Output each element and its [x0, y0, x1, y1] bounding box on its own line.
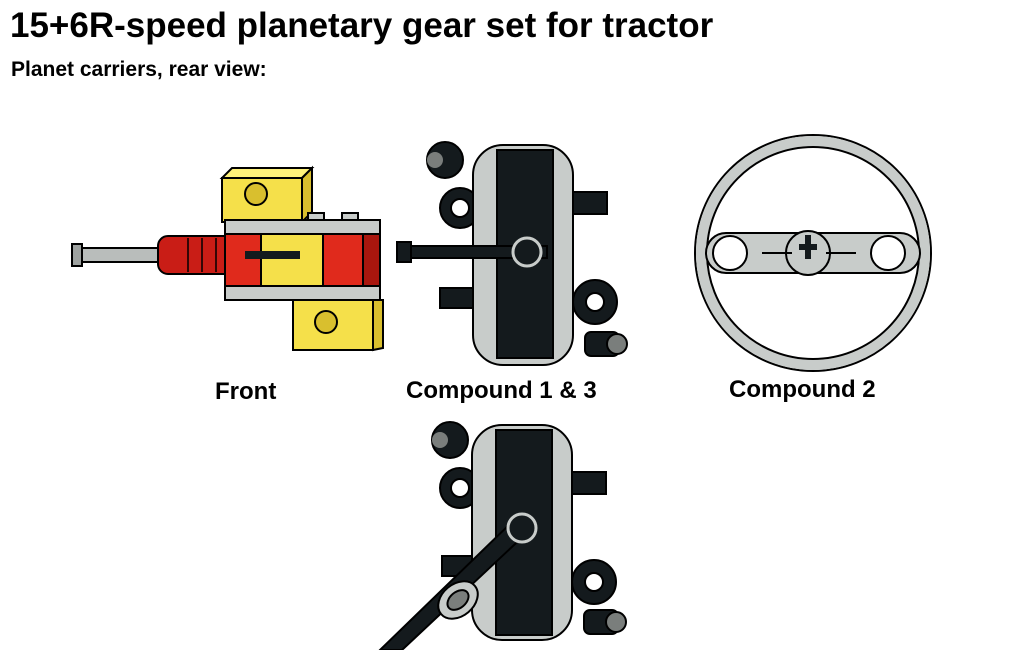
- rear-carrier-illustration: [378, 421, 627, 650]
- compound-1-3-illustration: [396, 141, 628, 366]
- label-compound-2: Compound 2: [729, 376, 876, 403]
- label-compound-1-3: Compound 1 & 3: [406, 377, 597, 404]
- label-front: Front: [215, 378, 277, 405]
- front-carrier-illustration: [71, 165, 384, 352]
- page-subtitle: Planet carriers, rear view:: [11, 58, 267, 81]
- page-title: 15+6R-speed planetary gear set for tract…: [10, 6, 714, 45]
- compound-2-illustration: [694, 134, 932, 372]
